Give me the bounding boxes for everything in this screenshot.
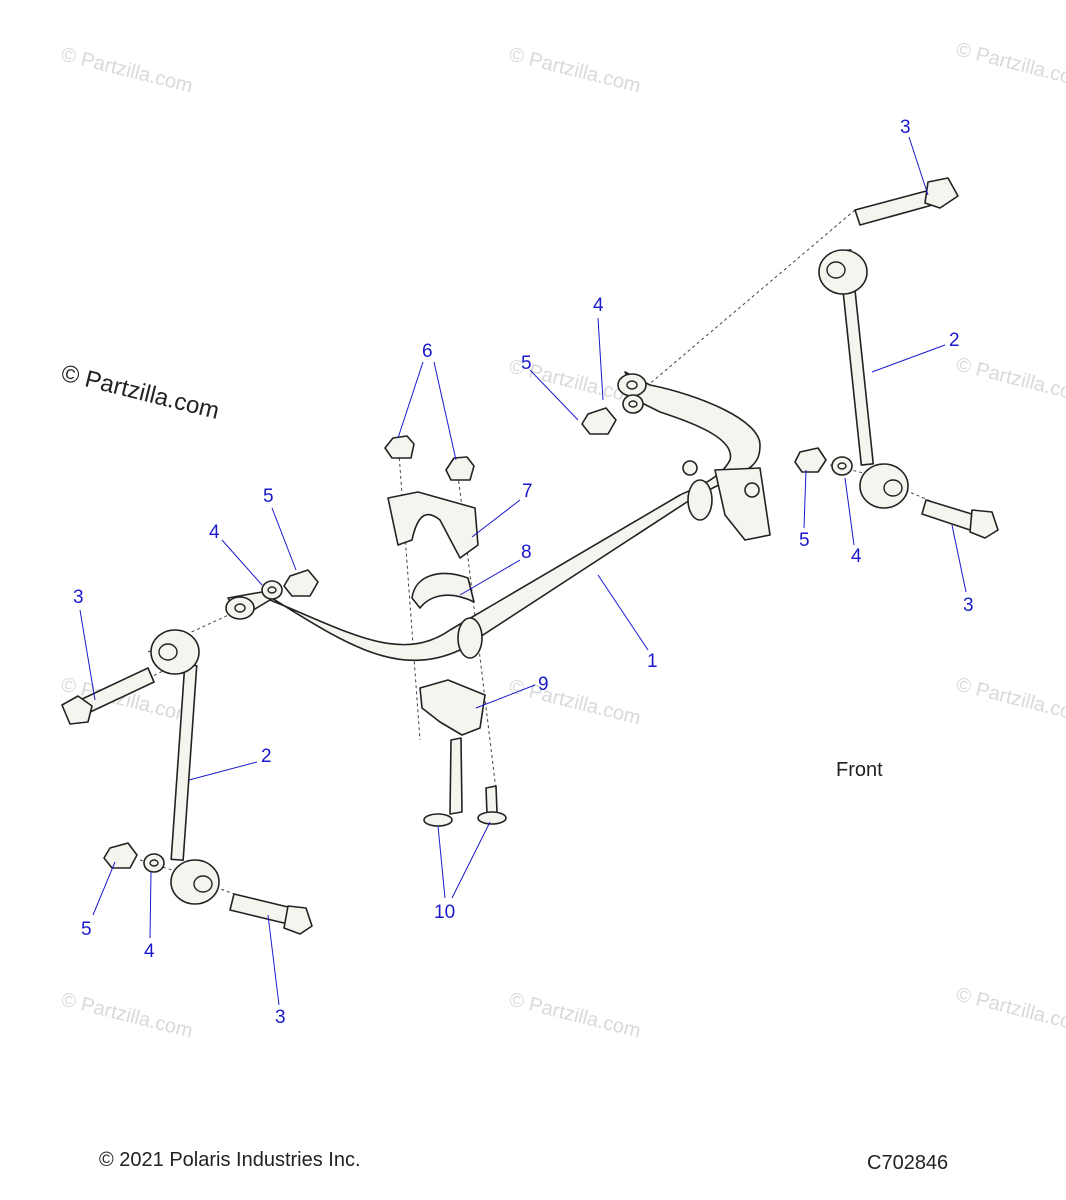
callout-1: 1	[647, 651, 658, 672]
stabilizer-link-right	[818, 249, 909, 509]
watermark: © Partzilla.com	[507, 989, 643, 1043]
callout-2: 2	[949, 330, 960, 351]
callout-6: 6	[422, 341, 433, 362]
callout-3: 3	[900, 117, 911, 138]
callout-3: 3	[275, 1007, 286, 1028]
watermark: © Partzilla.com	[59, 44, 195, 98]
watermark-prominent: © Partzilla.com	[59, 360, 222, 425]
callout-5: 5	[521, 353, 532, 374]
bolt-right-lower	[921, 499, 999, 539]
callout-5: 5	[799, 530, 810, 551]
screws	[423, 737, 507, 827]
watermark: © Partzilla.com	[954, 674, 1066, 728]
callout-9: 9	[538, 674, 549, 695]
leader-lines	[79, 136, 967, 1006]
callouts: 1 2 2 3 3 3 3 4 4 4 4 5 5 5 5 6 7 8 9 10	[73, 117, 974, 1028]
callout-5: 5	[263, 486, 274, 507]
callout-8: 8	[521, 542, 532, 563]
callout-5: 5	[81, 919, 92, 940]
watermark: © Partzilla.com	[954, 39, 1066, 93]
callout-3: 3	[963, 595, 974, 616]
stabilizer-link-left	[150, 629, 220, 905]
bar-clamp	[387, 491, 479, 559]
copyright-text: © 2021 Polaris Industries Inc.	[99, 1149, 361, 1171]
stabilizer-bar	[225, 371, 771, 662]
bushing-upper	[411, 572, 475, 609]
callout-7: 7	[522, 481, 533, 502]
washers	[143, 394, 853, 873]
callout-4: 4	[209, 522, 220, 543]
callout-3: 3	[73, 587, 84, 608]
callout-2: 2	[261, 746, 272, 767]
front-direction-label: Front	[836, 759, 883, 781]
watermark: © Partzilla.com	[507, 676, 643, 730]
flange-nuts	[103, 407, 827, 869]
bushing-lower	[419, 679, 486, 736]
watermark: © Partzilla.com	[507, 44, 643, 98]
callout-4: 4	[851, 546, 862, 567]
callout-4: 4	[593, 295, 604, 316]
watermark: © Partzilla.com	[59, 989, 195, 1043]
assembly-lines	[94, 209, 941, 901]
callout-10: 10	[434, 902, 455, 923]
watermark: © Partzilla.com	[954, 984, 1066, 1038]
bolt-right-upper	[854, 177, 959, 226]
watermark: © Partzilla.com	[954, 354, 1066, 408]
diagram-code: C702846	[867, 1152, 949, 1174]
callout-4: 4	[144, 941, 155, 962]
nuts-top	[384, 435, 475, 481]
bolt-left-upper	[61, 667, 155, 725]
bolt-left-lower	[229, 893, 313, 935]
